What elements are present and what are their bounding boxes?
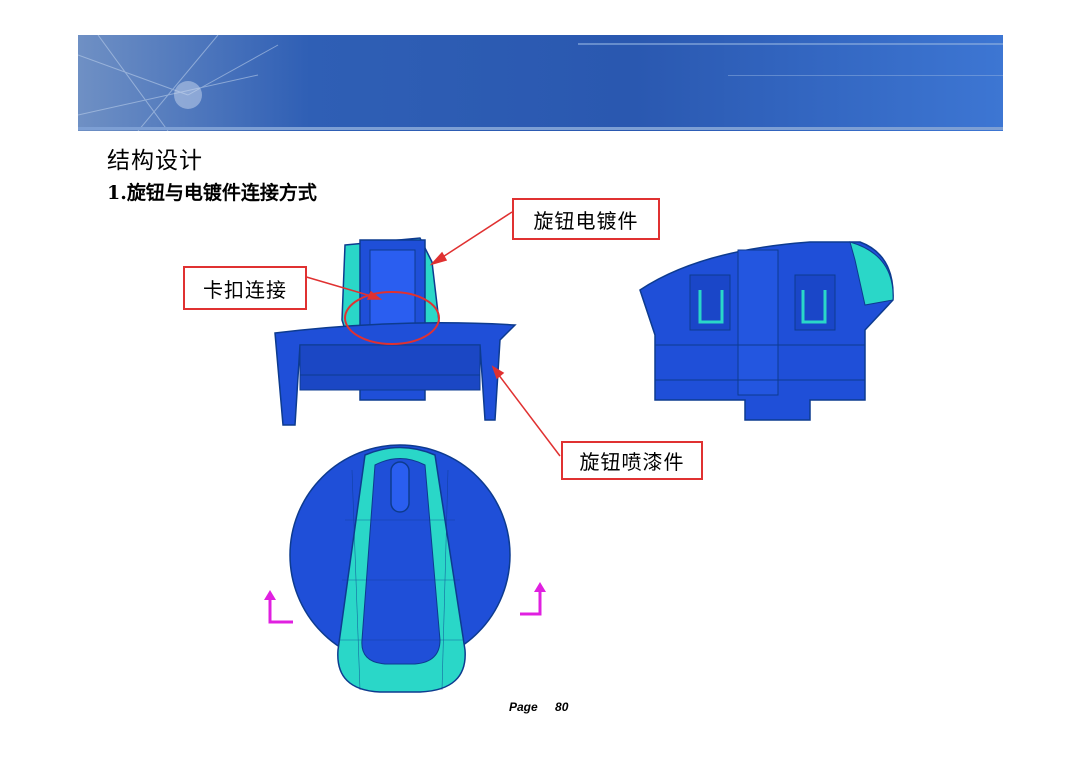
page-title: 结构设计 xyxy=(107,148,203,174)
rotation-arrows xyxy=(268,590,542,624)
knob-section-view xyxy=(274,237,517,426)
banner-underline xyxy=(78,127,1003,130)
callout-lines xyxy=(302,211,561,457)
section-subtitle: 1.旋钮与电镀件连接方式 xyxy=(107,182,317,204)
label-painted-part: 旋钮喷漆件 xyxy=(561,441,703,480)
page-label: Page xyxy=(509,700,538,714)
label-plating-part: 旋钮电镀件 xyxy=(512,198,660,240)
knob-cutaway-view xyxy=(639,241,894,421)
page-number: 80 xyxy=(555,700,569,714)
knob-top-view xyxy=(289,444,511,693)
header-banner xyxy=(78,35,1003,131)
label-clip-connection: 卡扣连接 xyxy=(183,266,307,310)
banner-network-graphic xyxy=(78,35,1003,131)
clip-highlight-ellipse xyxy=(344,291,440,345)
page-footer: Page 80 xyxy=(509,700,582,714)
